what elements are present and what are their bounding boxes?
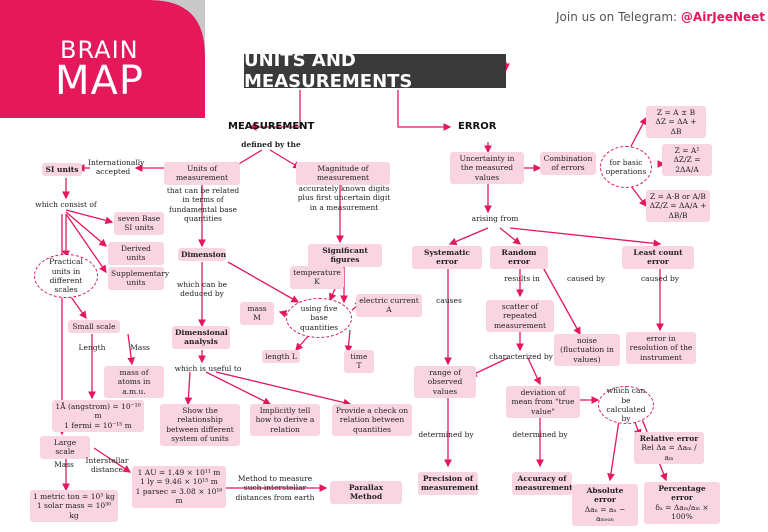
map-label: MAP [55,58,144,104]
measurement-heading: MEASUREMENT [228,121,315,132]
interstellar-label: Interstellar distance [85,456,129,475]
related-label: that can be related in terms of fundamen… [166,186,240,224]
intl-accepted-label: Internationally accepted [88,158,145,177]
absolute-error-node: Absolute error Δaₙ = aₙ − aₘₑₐₙ [572,484,638,526]
telegram-prefix: Join us on Telegram: [556,10,681,24]
time-t-node: time T [344,350,374,373]
error-heading: ERROR [458,121,497,132]
ton-solar-node: 1 metric ton = 10³ kg 1 solar mass = 10³… [30,490,118,523]
sig-figs-node: Significant figures [308,244,382,267]
determined-precision-label: determined by [418,430,474,439]
metric-ton-text: 1 metric ton = 10³ kg [33,492,115,501]
formula-sum-a: Z = A ± B [656,108,696,117]
seven-base-node: seven Base SI units [114,212,164,235]
telegram-banner[interactable]: Join us on Telegram: @AirJeeNeet [556,10,765,24]
determined-accuracy-label: determined by [512,430,568,439]
formula-power-b: ΔZ/Z = 2ΔA/A [673,155,701,174]
practical-units-oval: Practical units in different scales [34,254,98,298]
percentage-error-title: Percentage error [658,484,706,503]
small-mass-label: Mass [130,343,150,352]
resolution-node: error in resolution of the instrument [626,332,696,365]
mass-atoms-node: mass of atoms in a.m.u. [104,366,164,399]
random-node: Random error [490,246,548,269]
relative-error-formula: Rel Δa = Δaₘ / aₘ [641,443,697,462]
large-scale-node: Large scale [40,436,90,459]
check-node: Provide a check on relation between quan… [332,404,412,437]
small-scale-node: Small scale [68,320,120,334]
ly-text: 1 ly = 9.46 × 10¹⁵ m [140,477,218,487]
five-base-oval: using five base quantities [286,298,352,338]
angstrom-fermi-node: 1Å (angstrom) = 10⁻¹⁰ m 1 fermi = 10⁻¹⁵ … [52,400,144,433]
parsec-text: 1 parsec = 3.08 × 10¹⁶ m [135,486,223,506]
results-in-label: results in [504,274,540,283]
formula-power-a: Z = A² [674,146,700,155]
relative-error-node: Relative error Rel Δa = Δaₘ / aₘ [634,432,704,465]
accuracy-node: Accuracy of measurement [512,472,573,495]
method-label: Method to measure such interstellar dist… [235,474,315,502]
telegram-handle[interactable]: @AirJeeNeet [680,10,766,24]
causes-label: causes [436,296,462,305]
scatter-node: scatter of repeated measurement [486,300,554,333]
combination-node: Combination of errors [540,152,596,175]
dimension-node: Dimension [178,248,226,262]
calculated-oval: which can be calculated by [598,386,654,424]
relative-error-title: Relative error [639,434,699,443]
angstrom-text: 1Å (angstrom) = 10⁻¹⁰ m [55,402,141,421]
current-node: electric current A [356,294,422,317]
parallax-node: Parallax Method [330,481,402,504]
brain-map-badge [0,0,205,118]
si-units-node: SI units [42,163,82,177]
arising-label: arising from [471,214,519,223]
small-length-label: Length [78,343,106,352]
formula-product-b: ΔZ/Z = ΔA/A + ΔB/B [649,201,707,220]
precision-node: Precision of measurement [418,472,479,495]
dim-analysis-node: Dimensional analysis [172,326,230,349]
implicitly-node: Implicitly tell how to derive a relation [250,404,320,437]
supplementary-node: Supplementary units [108,267,169,290]
units-of-measurement-node: Units of measurement [164,162,240,185]
formula-sum-b: ΔZ = ΔA + ΔB [655,117,697,136]
temperature-node: temperature K [290,266,344,289]
au-text: 1 AU = 1.49 × 10¹¹ m [137,468,221,477]
formula-product-node: Z = A·B or A/B ΔZ/Z = ΔA/A + ΔB/B [646,190,710,223]
caused-by-least-label: caused by [640,274,679,283]
large-mass-label: Mass [54,460,74,469]
deduced-label: which can be deduced by [176,280,228,299]
page-title: UNITS AND MEASUREMENTS [244,50,506,92]
percentage-error-formula: δₐ = Δaₘ/aₘ × 100% [655,502,709,522]
solar-mass-text: 1 solar mass = 10³⁰ kg [36,501,112,520]
formula-sum-node: Z = A ± B ΔZ = ΔA + ΔB [646,106,706,139]
show-relation-node: Show the relationship between different … [160,404,240,446]
derived-units-node: Derived units [108,242,164,265]
range-node: range of observed values [414,366,476,399]
fermi-text: 1 fermi = 10⁻¹⁵ m [64,420,132,430]
caused-by-random-label: caused by [566,274,605,283]
deviation-node: deviation of mean from "true value" [506,386,580,419]
au-ly-parsec-node: 1 AU = 1.49 × 10¹¹ m 1 ly = 9.46 × 10¹⁵ … [132,466,226,508]
characterized-label: characterized by [489,352,553,361]
percentage-error-node: Percentage error δₐ = Δaₘ/aₘ × 100% [644,482,720,524]
mass-m-node: mass M [240,302,274,325]
magnitude-node: Magnitude of measurement [296,162,390,185]
absolute-error-formula: Δaₙ = aₙ − aₘₑₐₙ [584,504,626,524]
noise-node: noise (fluctuation in values) [554,334,620,367]
uncertainty-node: Uncertainty in the measured values [450,152,524,185]
least-count-node: Least count error [622,246,694,269]
basic-ops-oval: for basic operations [600,146,652,188]
consist-of-label: which consist of [35,200,97,209]
formula-power-node: Z = A² ΔZ/Z = 2ΔA/A [662,144,712,177]
systematic-node: Systematic error [412,246,482,269]
absolute-error-title: Absolute error [586,486,624,505]
formula-product-a: Z = A·B or A/B [650,192,706,201]
length-l-node: length L [262,350,300,364]
accurately-label: accurately known digits plus first uncer… [297,184,391,212]
brain-label: BRAIN [60,36,139,64]
defined-by-label: defined by the [241,140,301,149]
useful-to-label: which is useful to [174,364,242,373]
